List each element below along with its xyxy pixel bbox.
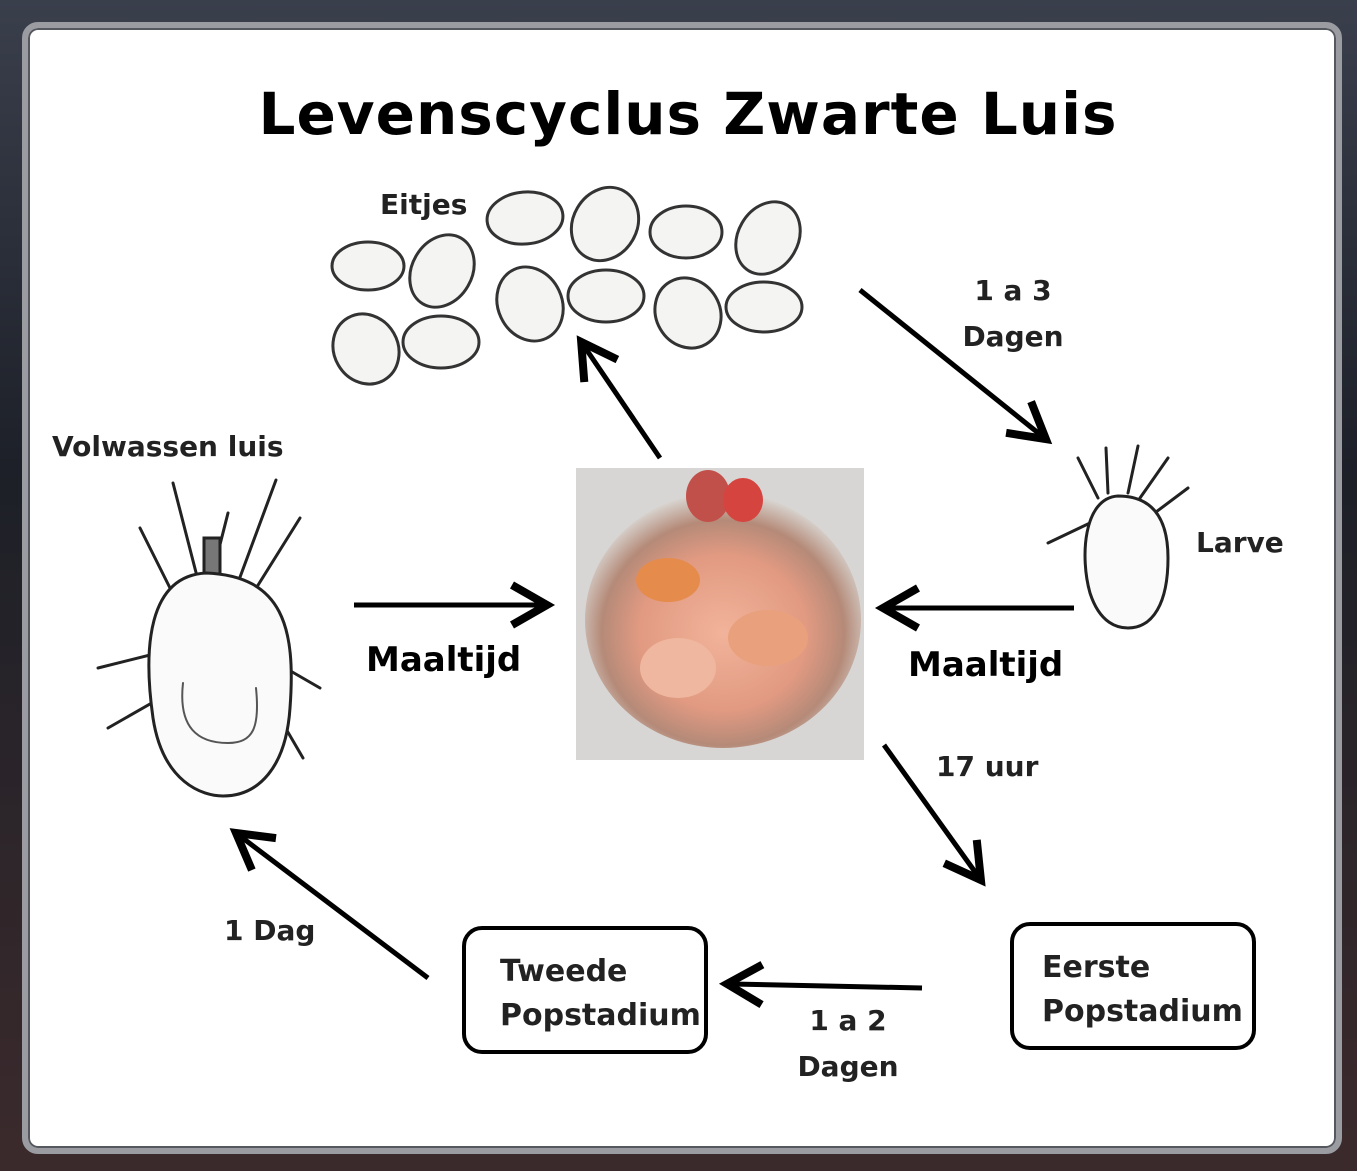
first-pupa-line2: Popstadium (1042, 990, 1252, 1034)
first-pupa-line1: Eerste (1042, 946, 1252, 990)
meal-label-right: Maaltijd (908, 645, 1063, 685)
first-to-second-pupa-duration: 1 a 2 Dagen (788, 998, 908, 1090)
adult-mite-illustration (98, 480, 320, 796)
larva-illustration (1048, 446, 1188, 628)
meal-label-left: Maaltijd (366, 640, 521, 680)
nest-to-first-pupa-duration: 17 uur (936, 750, 1038, 783)
eggs-label: Eitjes (380, 188, 467, 221)
eggs-to-larva-duration: 1 a 3 Dagen (958, 268, 1068, 360)
second-pupa-line2: Popstadium (500, 994, 704, 1038)
first-to-second-pupa-duration-line1: 1 a 2 (788, 998, 908, 1044)
eggs-to-larva-duration-line2: Dagen (958, 314, 1068, 360)
eggs-to-larva-duration-line1: 1 a 3 (958, 268, 1068, 314)
second-pupa-to-adult-duration: 1 Dag (224, 914, 315, 947)
larva-label: Larve (1196, 526, 1284, 559)
first-pupa-box: Eerste Popstadium (1010, 922, 1256, 1050)
diagram-panel: Levenscyclus Zwarte Luis (22, 22, 1342, 1154)
second-pupa-line1: Tweede (500, 950, 704, 994)
nest-photo (576, 468, 864, 760)
adult-label: Volwassen luis (52, 430, 284, 463)
second-pupa-box: Tweede Popstadium (462, 926, 708, 1054)
first-to-second-pupa-duration-line2: Dagen (788, 1044, 908, 1090)
